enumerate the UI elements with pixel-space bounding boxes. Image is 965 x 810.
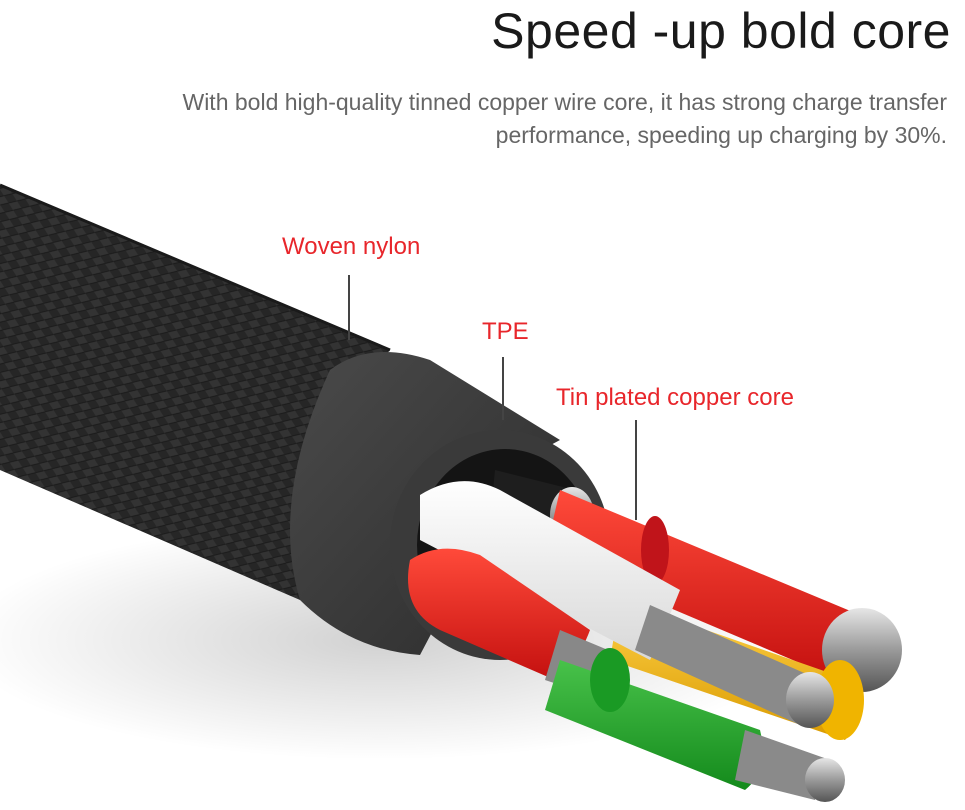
- page-title: Speed -up bold core: [491, 3, 951, 59]
- wire-white: [420, 481, 834, 728]
- callout-tpe: TPE: [482, 318, 529, 345]
- callout-woven-nylon: Woven nylon: [282, 233, 421, 260]
- wire-green: [545, 648, 845, 802]
- page-description: With bold high-quality tinned copper wir…: [182, 89, 947, 148]
- callout-tin-core: Tin plated copper core: [556, 384, 794, 411]
